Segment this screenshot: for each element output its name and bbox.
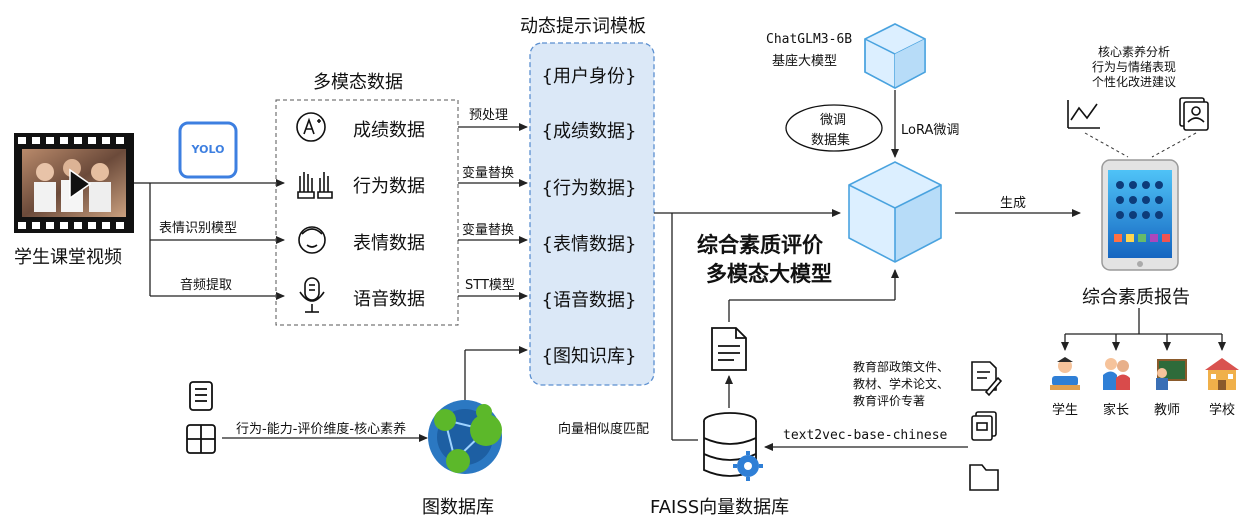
papers-icon: [971, 411, 997, 441]
var-replace-label-2: 变量替换: [462, 223, 515, 238]
grade-icon: [296, 112, 326, 142]
microphone-icon: [299, 277, 325, 313]
yolo-badge: [178, 121, 238, 179]
role-teacher: 教师: [1153, 403, 1180, 418]
main-model-line1: 综合素质评价: [697, 233, 823, 257]
school-icon: [1205, 358, 1239, 390]
role-school: 学校: [1208, 403, 1235, 418]
template-box: [529, 42, 655, 386]
var-replace-label-1: 变量替换: [462, 166, 515, 181]
generate-label: 生成: [1000, 196, 1027, 211]
table-icon: [186, 424, 216, 454]
teacher-icon: [1156, 359, 1187, 390]
report-feature-2: 行为与情绪表现: [1092, 60, 1177, 74]
sources-line1: 教育部政策文件、: [853, 360, 950, 374]
main-model-line2: 多模态大模型: [706, 262, 832, 286]
multimodal-item-grade: 成绩数据: [353, 120, 425, 141]
folder-icon: [969, 464, 999, 491]
to-template-arrows: [458, 123, 528, 300]
profile-report-icon: [1179, 97, 1209, 131]
expression-model-label: 表情识别模型: [159, 221, 238, 236]
template-item-grade: {成绩数据}: [541, 121, 637, 142]
role-student: 学生: [1051, 403, 1078, 418]
graph-relation-label: 行为-能力-评价维度-核心素养: [236, 422, 407, 437]
vector-match-label: 向量相似度匹配: [558, 422, 650, 437]
report-feature-1: 核心素养分析: [1098, 45, 1171, 59]
chart-analysis-icon: [1067, 100, 1100, 129]
preprocess-label: 预处理: [469, 108, 509, 123]
video-film-icon: [14, 133, 134, 233]
vector-db-label: FAISS向量数据库: [650, 497, 790, 518]
finetune-line2: 数据集: [811, 133, 851, 148]
yolo-text: YOLO: [191, 143, 225, 156]
policy-doc-icon: [971, 361, 1003, 397]
template-title: 动态提示词模板: [520, 16, 646, 37]
retrieved-doc-icon: [711, 327, 747, 371]
template-to-model: [654, 209, 841, 441]
vector-to-model: [725, 269, 899, 408]
finetune-ellipse: [785, 104, 883, 152]
template-item-expression: {表情数据}: [541, 234, 637, 255]
lora-label: LoRA微调: [901, 123, 960, 138]
finetune-line1: 微调: [820, 113, 847, 128]
base-model-name: ChatGLM3-6B: [766, 32, 853, 47]
gear-icon: [733, 451, 763, 481]
feature-dotted-lines: [1084, 132, 1197, 158]
sources-line2: 教材、学术论文、: [853, 377, 950, 391]
report-feature-3: 个性化改进建议: [1092, 75, 1177, 89]
video-connectors: [134, 179, 285, 300]
sources-line3: 教育评价专著: [853, 394, 926, 408]
student-icon: [1050, 357, 1080, 390]
hands-icon: [297, 172, 333, 199]
report-label: 综合素质报告: [1082, 287, 1190, 308]
multimodal-item-expression: 表情数据: [353, 233, 425, 254]
multimodal-box: [275, 99, 459, 326]
graph-to-template: [222, 346, 528, 442]
graph-db-label: 图数据库: [422, 497, 494, 518]
template-item-voice: {语音数据}: [541, 290, 637, 311]
template-item-identity: {用户身份}: [541, 66, 637, 87]
main-model-cube: [848, 161, 942, 263]
stt-model-label: STT模型: [465, 278, 515, 293]
tablet-icon: [1101, 159, 1179, 271]
role-parent: 家长: [1102, 403, 1129, 418]
face-icon: [298, 226, 326, 254]
video-label: 学生课堂视频: [14, 247, 122, 268]
multimodal-title: 多模态数据: [313, 72, 403, 93]
base-model-sub: 基座大模型: [772, 54, 838, 69]
graph-db-icon: [428, 400, 502, 474]
template-item-graph: {图知识库}: [541, 346, 637, 367]
multimodal-item-behavior: 行为数据: [353, 176, 425, 197]
parent-icon: [1103, 358, 1130, 390]
template-item-behavior: {行为数据}: [541, 178, 637, 199]
embed-model-label: text2vec-base-chinese: [783, 428, 948, 443]
multimodal-item-voice: 语音数据: [353, 289, 425, 310]
roles-tree: [1061, 308, 1226, 351]
audio-extract-label: 音频提取: [180, 278, 233, 293]
base-model-cube: [864, 23, 926, 89]
document-icon: [189, 381, 213, 411]
